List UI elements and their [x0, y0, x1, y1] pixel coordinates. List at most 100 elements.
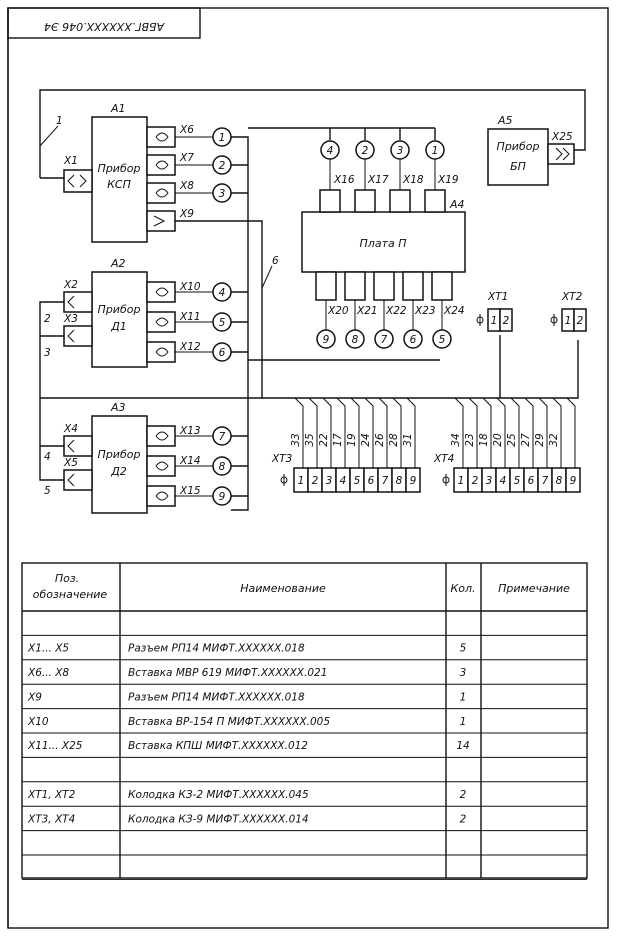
svg-text:Х19: Х19 [437, 174, 459, 186]
table-cell-pos: Х9 [27, 691, 42, 703]
fan-right-wire [454, 397, 464, 468]
svg-text:Х2: Х2 [63, 279, 78, 291]
table-cell-pos: Х10 [27, 716, 49, 728]
fan-right-wire-number: 25 [506, 433, 518, 447]
svg-text:4: 4 [219, 287, 226, 299]
svg-text:ХТ1: ХТ1 [487, 291, 508, 303]
terminal-xt1[interactable]: ХТ1 1 2 [476, 291, 513, 332]
fan-right-wire-number: 18 [478, 433, 490, 447]
fan-left-wire [294, 397, 304, 468]
wire-1-label: 1 [56, 115, 63, 127]
svg-text:6: 6 [410, 334, 417, 346]
svg-text:Х10: Х10 [179, 281, 201, 293]
svg-text:Х6: Х6 [179, 124, 194, 136]
xt4-pin-label: 6 [528, 475, 535, 487]
a4-top-connectors: 4 2 3 1 Х16 Х17 Х18 Х19 [319, 140, 459, 213]
svg-text:2: 2 [503, 315, 510, 327]
table-cell-qty: 2 [460, 813, 467, 825]
svg-text:7: 7 [381, 334, 388, 346]
fan-right-wire [566, 397, 576, 468]
svg-text:1: 1 [491, 315, 498, 327]
table-cell-pos: Х1... Х5 [27, 643, 69, 655]
table-cell-qty: 1 [460, 716, 467, 728]
device-a1[interactable]: А1 Прибор КСП [91, 102, 148, 243]
wire-6-label: 6 [272, 255, 279, 267]
xt4-pin-label: 5 [514, 475, 521, 487]
svg-text:3: 3 [219, 188, 226, 200]
header-qty: Кол. [450, 582, 475, 595]
wire-3-label: 3 [44, 347, 51, 359]
connector-x1[interactable]: Х1 [63, 155, 93, 193]
table-cell-name: Разъем РП14 МИФТ.ХХХХХХ.018 [128, 643, 305, 655]
table-cell-name: Колодка КЗ-9 МИФТ.ХХХХХХ.014 [128, 813, 309, 825]
svg-text:9: 9 [219, 491, 226, 503]
svg-text:8: 8 [352, 334, 359, 346]
fan-right-wire-number: 34 [450, 433, 462, 446]
xt3-pin-label: 6 [368, 475, 375, 487]
svg-text:Х11: Х11 [179, 311, 201, 323]
fan-right-wire-number: 27 [520, 433, 532, 447]
header-pos-line2: обозначение [33, 588, 108, 601]
svg-text:7: 7 [219, 431, 226, 443]
fan-left-wire-number: 22 [318, 433, 330, 447]
fan-right-wire-number: 32 [548, 433, 560, 447]
table-cell-qty: 14 [456, 740, 469, 752]
device-a1-ref: А1 [110, 102, 126, 115]
svg-text:5: 5 [219, 317, 226, 329]
fan-right-wire-number: 20 [492, 433, 504, 447]
table-cell-qty: 1 [460, 691, 467, 703]
svg-text:А3: А3 [110, 401, 126, 414]
fan-right-wire [524, 397, 534, 468]
device-a3[interactable]: А3 Прибор Д2 [91, 401, 148, 514]
svg-text:Х8: Х8 [179, 180, 194, 192]
svg-text:А4: А4 [449, 198, 465, 211]
svg-text:ХТ2: ХТ2 [561, 291, 583, 303]
xt3-ground [280, 474, 288, 486]
board-a4[interactable]: А4 Плата П [301, 198, 466, 273]
xt3-pin-9[interactable] [405, 467, 421, 493]
svg-text:БП: БП [510, 160, 526, 173]
xt4-pin-9[interactable] [565, 467, 581, 493]
device-a5[interactable]: А5 Прибор БП [487, 114, 549, 186]
xt4-pin-label: 7 [542, 475, 549, 487]
connector-x25[interactable]: Х25 [547, 131, 575, 165]
wire-5-label: 5 [44, 485, 51, 497]
device-a2[interactable]: А2 Прибор Д1 [91, 257, 148, 368]
svg-text:Х12: Х12 [179, 341, 201, 353]
fan-left-wire-number: 24 [360, 433, 372, 446]
xt4-pin-label: 9 [570, 475, 577, 487]
svg-text:Х15: Х15 [179, 485, 201, 497]
table-cell-name: Вставка ВР-154 П МИФТ.ХХХХХХ.005 [128, 716, 330, 728]
header-pos-line1: Поз. [55, 572, 79, 585]
short-leads [175, 136, 213, 497]
fan-right-wire [482, 397, 492, 468]
table-cell-qty: 5 [460, 643, 467, 655]
a2-connectors: Х2 Х3 Х10 Х11 Х12 [63, 279, 201, 363]
table-cell-pos: ХТ1, ХТ2 [27, 789, 76, 801]
svg-text:2: 2 [362, 145, 369, 157]
fan-left-wire-number: 28 [388, 433, 400, 447]
svg-text:Х20: Х20 [327, 305, 349, 317]
svg-text:6: 6 [219, 347, 226, 359]
terminal-xt2[interactable]: ХТ2 1 2 [550, 291, 587, 332]
fan-left-wire-number: 19 [346, 433, 358, 447]
svg-text:Прибор: Прибор [98, 303, 141, 316]
xt3-label: ХТ3 [271, 453, 292, 465]
svg-text:Д1: Д1 [110, 320, 127, 333]
fan-right-wire [468, 397, 478, 468]
xt3-pin-label: 4 [340, 475, 347, 487]
svg-text:Х7: Х7 [179, 152, 194, 164]
fan-right-wire [552, 397, 562, 468]
xt3-pin-label: 1 [298, 475, 305, 487]
svg-text:9: 9 [323, 334, 330, 346]
fan-right-wire [538, 397, 548, 468]
fan-left-wire-number: 26 [374, 433, 386, 447]
xt3-pin-label: 2 [312, 475, 319, 487]
xt4-pin-label: 1 [458, 475, 465, 487]
wire-4-label: 4 [44, 451, 51, 463]
